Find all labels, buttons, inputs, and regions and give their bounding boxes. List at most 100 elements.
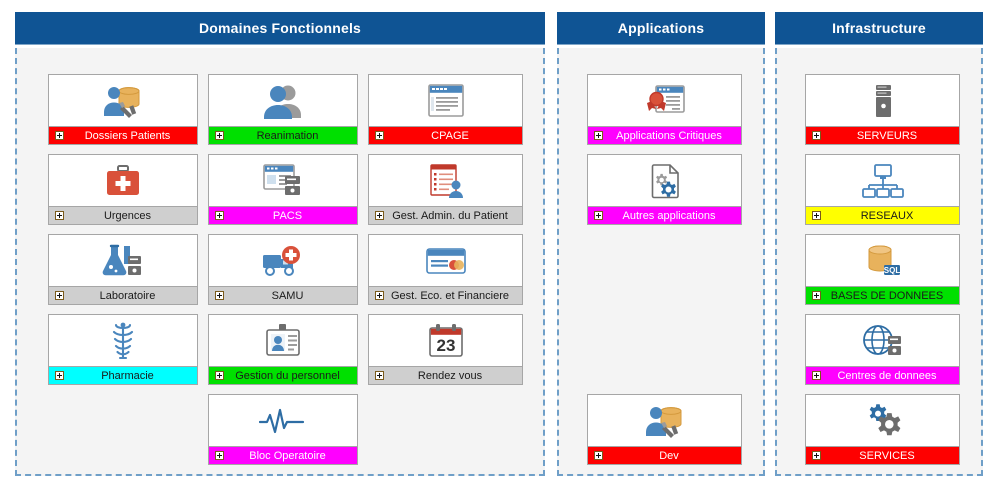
card-label: Gest. Admin. du Patient xyxy=(392,209,508,222)
credit-card-icon xyxy=(369,235,522,286)
id-badge-icon xyxy=(209,315,357,366)
status-badge[interactable]: Dossiers Patients xyxy=(49,126,197,144)
status-badge[interactable]: SERVEURS xyxy=(806,126,959,144)
expand-plus-icon[interactable] xyxy=(375,291,384,300)
expand-plus-icon[interactable] xyxy=(215,291,224,300)
document-gear-icon xyxy=(588,155,741,206)
expand-plus-icon[interactable] xyxy=(215,211,224,220)
status-card[interactable]: Centres de donnees xyxy=(805,314,960,385)
expand-plus-icon[interactable] xyxy=(55,371,64,380)
expand-plus-icon[interactable] xyxy=(55,291,64,300)
status-card[interactable]: Gestion du personnel xyxy=(208,314,358,385)
expand-plus-icon[interactable] xyxy=(215,131,224,140)
status-badge[interactable]: SERVICES xyxy=(806,446,959,464)
expand-plus-icon[interactable] xyxy=(812,371,821,380)
caduceus-icon xyxy=(49,315,197,366)
card-label: Pharmacie xyxy=(101,369,154,382)
status-card[interactable]: Urgences xyxy=(48,154,198,225)
expand-plus-icon[interactable] xyxy=(55,131,64,140)
status-badge[interactable]: Reanimation xyxy=(209,126,357,144)
expand-plus-icon[interactable] xyxy=(812,211,821,220)
browser-award-icon xyxy=(588,75,741,126)
status-card[interactable]: Reanimation xyxy=(208,74,358,145)
first-aid-kit-icon xyxy=(49,155,197,206)
card-label: BASES DE DONNEES xyxy=(830,289,944,302)
browser-window-icon xyxy=(369,75,522,126)
status-card[interactable]: SAMU xyxy=(208,234,358,305)
status-card[interactable]: Dossiers Patients xyxy=(48,74,198,145)
expand-plus-icon[interactable] xyxy=(215,371,224,380)
panel-title-infrastructure: Infrastructure xyxy=(775,12,983,44)
card-label: Urgences xyxy=(103,209,152,222)
card-label: Dossiers Patients xyxy=(84,129,171,142)
status-badge[interactable]: RESEAUX xyxy=(806,206,959,224)
status-badge[interactable]: Dev xyxy=(588,446,741,464)
status-badge[interactable]: BASES DE DONNEES xyxy=(806,286,959,304)
status-card[interactable]: Gest. Admin. du Patient xyxy=(368,154,523,225)
card-label: Applications Critiques xyxy=(616,129,722,142)
status-badge[interactable]: CPAGE xyxy=(369,126,522,144)
sql-database-icon: SQL xyxy=(806,235,959,286)
panel-body-infrastructure: SERVEURS RESEAUX SQL BASES DE DONNEES Ce… xyxy=(775,48,983,476)
panel-title-applications: Applications xyxy=(557,12,765,44)
status-card[interactable]: Dev xyxy=(587,394,742,465)
status-badge[interactable]: SAMU xyxy=(209,286,357,304)
document-user-icon xyxy=(369,155,522,206)
expand-plus-icon[interactable] xyxy=(812,451,821,460)
status-badge[interactable]: Urgences xyxy=(49,206,197,224)
status-badge[interactable]: Laboratoire xyxy=(49,286,197,304)
status-badge[interactable]: Gest. Eco. et Financiere xyxy=(369,286,522,304)
panel-body-applications: Applications Critiques Autres applicatio… xyxy=(557,48,765,476)
status-card[interactable]: Gest. Eco. et Financiere xyxy=(368,234,523,305)
expand-plus-icon[interactable] xyxy=(812,131,821,140)
expand-plus-icon[interactable] xyxy=(375,371,384,380)
status-badge[interactable]: Centres de donnees xyxy=(806,366,959,384)
globe-server-icon xyxy=(806,315,959,366)
expand-plus-icon[interactable] xyxy=(55,211,64,220)
user-database-tools-icon xyxy=(49,75,197,126)
card-label: Gestion du personnel xyxy=(235,369,340,382)
status-badge[interactable]: Pharmacie xyxy=(49,366,197,384)
status-badge[interactable]: Applications Critiques xyxy=(588,126,741,144)
card-label: RESEAUX xyxy=(860,209,914,222)
panel-title-domaines: Domaines Fonctionnels xyxy=(15,12,545,44)
status-card[interactable]: RESEAUX xyxy=(805,154,960,225)
card-label: PACS xyxy=(272,209,303,222)
status-card[interactable]: Pharmacie xyxy=(48,314,198,385)
card-label: Bloc Operatoire xyxy=(249,449,326,462)
status-badge[interactable]: Autres applications xyxy=(588,206,741,224)
status-card[interactable]: SERVICES xyxy=(805,394,960,465)
card-label: Centres de donnees xyxy=(837,369,937,382)
expand-plus-icon[interactable] xyxy=(594,131,603,140)
svg-text:23: 23 xyxy=(436,336,455,355)
network-topology-icon xyxy=(806,155,959,206)
status-badge[interactable]: Rendez vous xyxy=(369,366,522,384)
heartbeat-icon xyxy=(209,395,357,446)
status-badge[interactable]: Gestion du personnel xyxy=(209,366,357,384)
status-card[interactable]: Applications Critiques xyxy=(587,74,742,145)
card-label: Reanimation xyxy=(256,129,319,142)
expand-plus-icon[interactable] xyxy=(812,291,821,300)
card-label: Gest. Eco. et Financiere xyxy=(391,289,509,302)
status-card[interactable]: Laboratoire xyxy=(48,234,198,305)
status-card[interactable]: PACS xyxy=(208,154,358,225)
status-badge[interactable]: PACS xyxy=(209,206,357,224)
panel-domaines-fonctionnels: Domaines Fonctionnels Dossiers Patients … xyxy=(15,12,545,476)
status-card[interactable]: Autres applications xyxy=(587,154,742,225)
status-card[interactable]: CPAGE xyxy=(368,74,523,145)
user-database-tools-icon xyxy=(588,395,741,446)
status-badge[interactable]: Gest. Admin. du Patient xyxy=(369,206,522,224)
status-card[interactable]: 23 Rendez vous xyxy=(368,314,523,385)
expand-plus-icon[interactable] xyxy=(375,131,384,140)
status-card[interactable]: SERVEURS xyxy=(805,74,960,145)
card-label: Rendez vous xyxy=(417,369,483,382)
status-card[interactable]: Bloc Operatoire xyxy=(208,394,358,465)
expand-plus-icon[interactable] xyxy=(375,211,384,220)
expand-plus-icon[interactable] xyxy=(594,211,603,220)
status-badge[interactable]: Bloc Operatoire xyxy=(209,446,357,464)
panel-applications: Applications Applications Critiques Autr… xyxy=(557,12,765,476)
panel-infrastructure: Infrastructure SERVEURS RESEAUX SQL BASE… xyxy=(775,12,983,476)
status-card[interactable]: SQL BASES DE DONNEES xyxy=(805,234,960,305)
expand-plus-icon[interactable] xyxy=(215,451,224,460)
expand-plus-icon[interactable] xyxy=(594,451,603,460)
